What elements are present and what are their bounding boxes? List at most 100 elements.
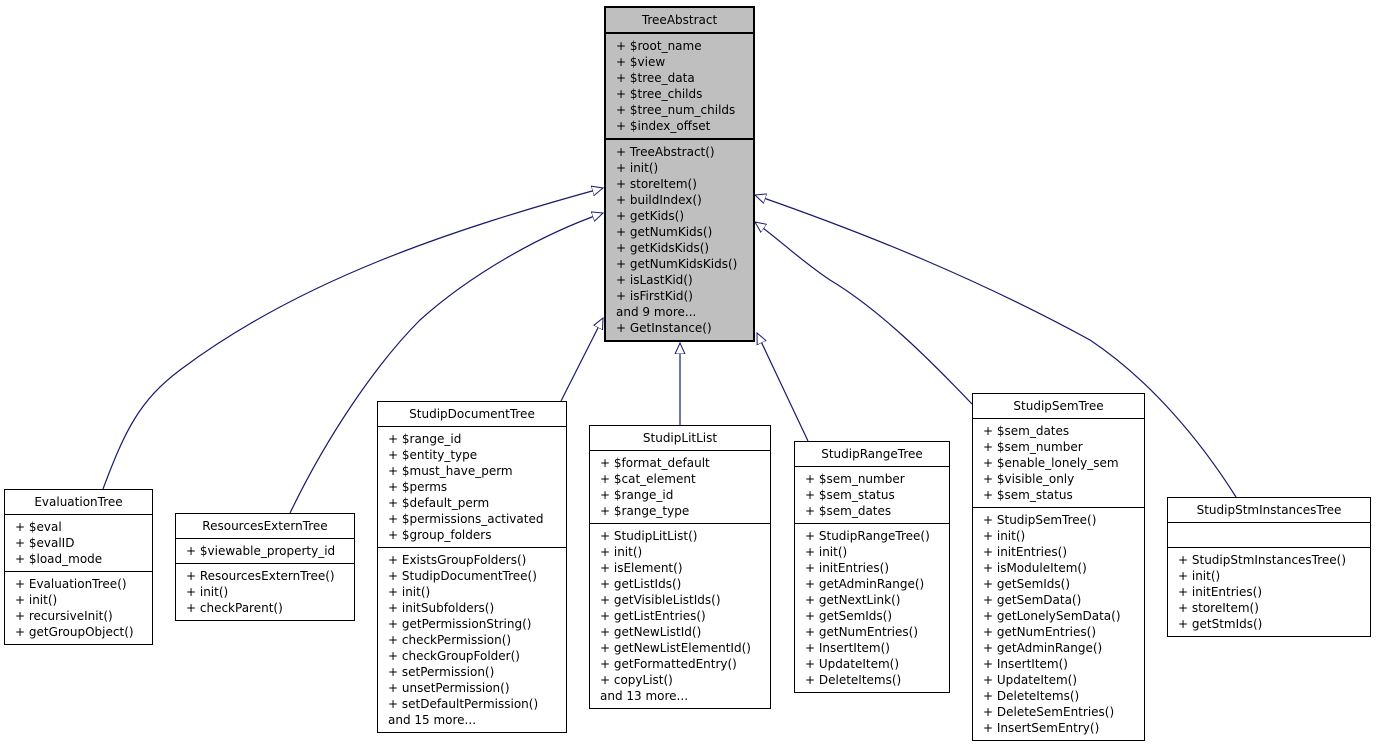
attribute-entry: + $tree_data [616,71,695,85]
attribute-entry: + $evalID [15,536,75,550]
attribute-entry: + $must_have_perm [388,464,513,478]
method-entry: + getPermissionString() [388,617,532,631]
method-entry: + getNumKids() [616,225,713,239]
method-entry: + getListEntries() [600,609,706,623]
attribute-list: + $root_name+ $view+ $tree_data+ $tree_c… [606,34,753,138]
method-entry: + unsetPermission() [388,681,510,695]
attribute-list: + $format_default + $cat_element + $range_… [590,451,770,523]
attribute-entry: + $sem_number [983,440,1083,454]
attribute-entry: + $load_mode [15,552,103,566]
attribute-list: + $sem_number + $sem_status + $sem_dates [795,467,949,523]
method-entry: + isElement() [600,561,683,575]
attribute-entry: + $permissions_activated [388,512,544,526]
method-list: + ExistsGroupFolders() + StudipDocumentTr… [378,547,566,732]
method-entry: + getFormattedEntry() [600,657,737,671]
method-entry: + InsertItem() [805,641,890,655]
method-entry: + init() [616,161,659,175]
method-entry: + copyList() [600,673,673,687]
edge-studip-stm-instances-tree [755,195,1237,498]
method-entry: + GetInstance() [616,321,712,335]
attribute-list: + $eval + $evalID + $load_mode [5,515,152,571]
method-list: + StudipRangeTree()+ init()+ initEntries… [795,523,949,692]
method-entry: + getNumEntries() [805,625,919,639]
method-entry: + getStmIds() [1178,617,1263,631]
method-entry: + ExistsGroupFolders() [388,553,527,567]
method-entry: + setPermission() [388,665,495,679]
method-entry: + getGroupObject() [15,625,134,639]
attribute-list: + $sem_dates+ $sem_number+ $enable_lonel… [973,419,1144,507]
edge-studip-document-tree [560,318,603,402]
attribute-entry: + $default_perm [388,496,490,510]
method-list: + EvaluationTree()+ init()+ recursiveIni… [5,571,152,644]
method-entry: + EvaluationTree() [15,577,127,591]
attribute-entry: + $sem_status [983,488,1073,502]
method-entry: + StudipRangeTree() [805,529,930,543]
method-entry: + ResourcesExternTree() [186,569,335,583]
method-entry: + getSemIds() [983,577,1071,591]
method-entry: + InsertItem() [983,657,1068,671]
method-entry: + checkGroupFolder() [388,649,520,663]
attribute-entry: + $format_default [600,456,710,470]
class-name: StudipDocumentTree [378,402,566,427]
attribute-entry: + $sem_dates [983,424,1070,438]
attribute-entry: + $visible_only [983,472,1075,486]
attribute-entry: + $cat_element [600,472,696,486]
method-entry: + StudipDocumentTree() [388,569,537,583]
attribute-entry: + $sem_status [805,488,895,502]
attribute-list [1168,523,1370,547]
attribute-entry: + $group_folders [388,528,492,542]
attribute-entry: + $range_id [388,432,462,446]
method-entry: + initEntries() [805,561,890,575]
attribute-entry: + $eval [15,520,62,534]
method-entry: + getNumEntries() [983,625,1097,639]
method-entry: + StudipLitList() [600,529,698,543]
method-entry: + getNewListElementId() [600,641,751,655]
method-entry: + TreeAbstract() [616,145,715,159]
method-entry: and 13 more... [600,689,689,703]
attribute-list: + $range_id + $entity_type + $must_have_pe… [378,427,566,547]
method-entry: + init() [15,593,58,607]
class-name: StudipRangeTree [795,442,949,467]
class-name: TreeAbstract [606,8,753,34]
attribute-list: + $viewable_property_id [176,539,354,563]
method-entry: + DeleteSemEntries() [983,705,1115,719]
attribute-entry: + $tree_num_childs [616,103,736,117]
method-entry: + initEntries() [983,545,1068,559]
class-studip-range-tree: StudipRangeTree + $sem_number + $sem_stat… [794,441,950,693]
attribute-entry: + $perms [388,480,448,494]
method-entry: + init() [1178,569,1221,583]
edge-evaluation-tree [102,188,603,490]
class-name: ResourcesExternTree [176,514,354,539]
attribute-entry: + $sem_number [805,472,905,486]
class-name: StudipStmInstancesTree [1168,498,1370,523]
edge-studip-range-tree [756,333,809,442]
method-entry: + getKids() [616,209,685,223]
attribute-entry: + $viewable_property_id [186,544,336,558]
method-entry: + isLastKid() [616,273,693,287]
class-name: EvaluationTree [5,490,152,515]
method-entry: + getNumKidsKids() [616,257,738,271]
attribute-entry: + $sem_dates [805,504,892,518]
attribute-entry: + $tree_childs [616,87,703,101]
attribute-entry: + $root_name [616,39,702,53]
attribute-entry: + $index_offset [616,119,711,133]
method-entry: + storeItem() [616,177,697,191]
method-entry: + getNextLink() [805,593,901,607]
method-entry: + getNewListId() [600,625,702,639]
method-entry: + buildIndex() [616,193,702,207]
method-entry: + getAdminRange() [805,577,925,591]
class-name: StudipLitList [590,426,770,451]
class-studip-document-tree: StudipDocumentTree + $range_id + $entity_… [377,401,567,733]
method-list: + StudipSemTree()+ init()+ initEntries()… [973,507,1144,740]
method-list: + StudipLitList()+ init()+ isElement()+ … [590,523,770,708]
method-list: + StudipStmInstancesTree()+ init()+ init… [1168,547,1370,636]
class-studip-sem-tree: StudipSemTree + $sem_dates+ $sem_number+… [972,393,1145,741]
class-studip-lit-list: StudipLitList + $format_default + $cat_el… [589,425,771,709]
attribute-entry: + $entity_type [388,448,478,462]
method-entry: + UpdateItem() [983,673,1078,687]
attribute-entry: + $range_id [600,488,674,502]
method-entry: + getLonelySemData() [983,609,1121,623]
class-tree-abstract: TreeAbstract + $root_name+ $view+ $tree_… [604,6,755,342]
method-entry: + DeleteItems() [805,673,902,687]
